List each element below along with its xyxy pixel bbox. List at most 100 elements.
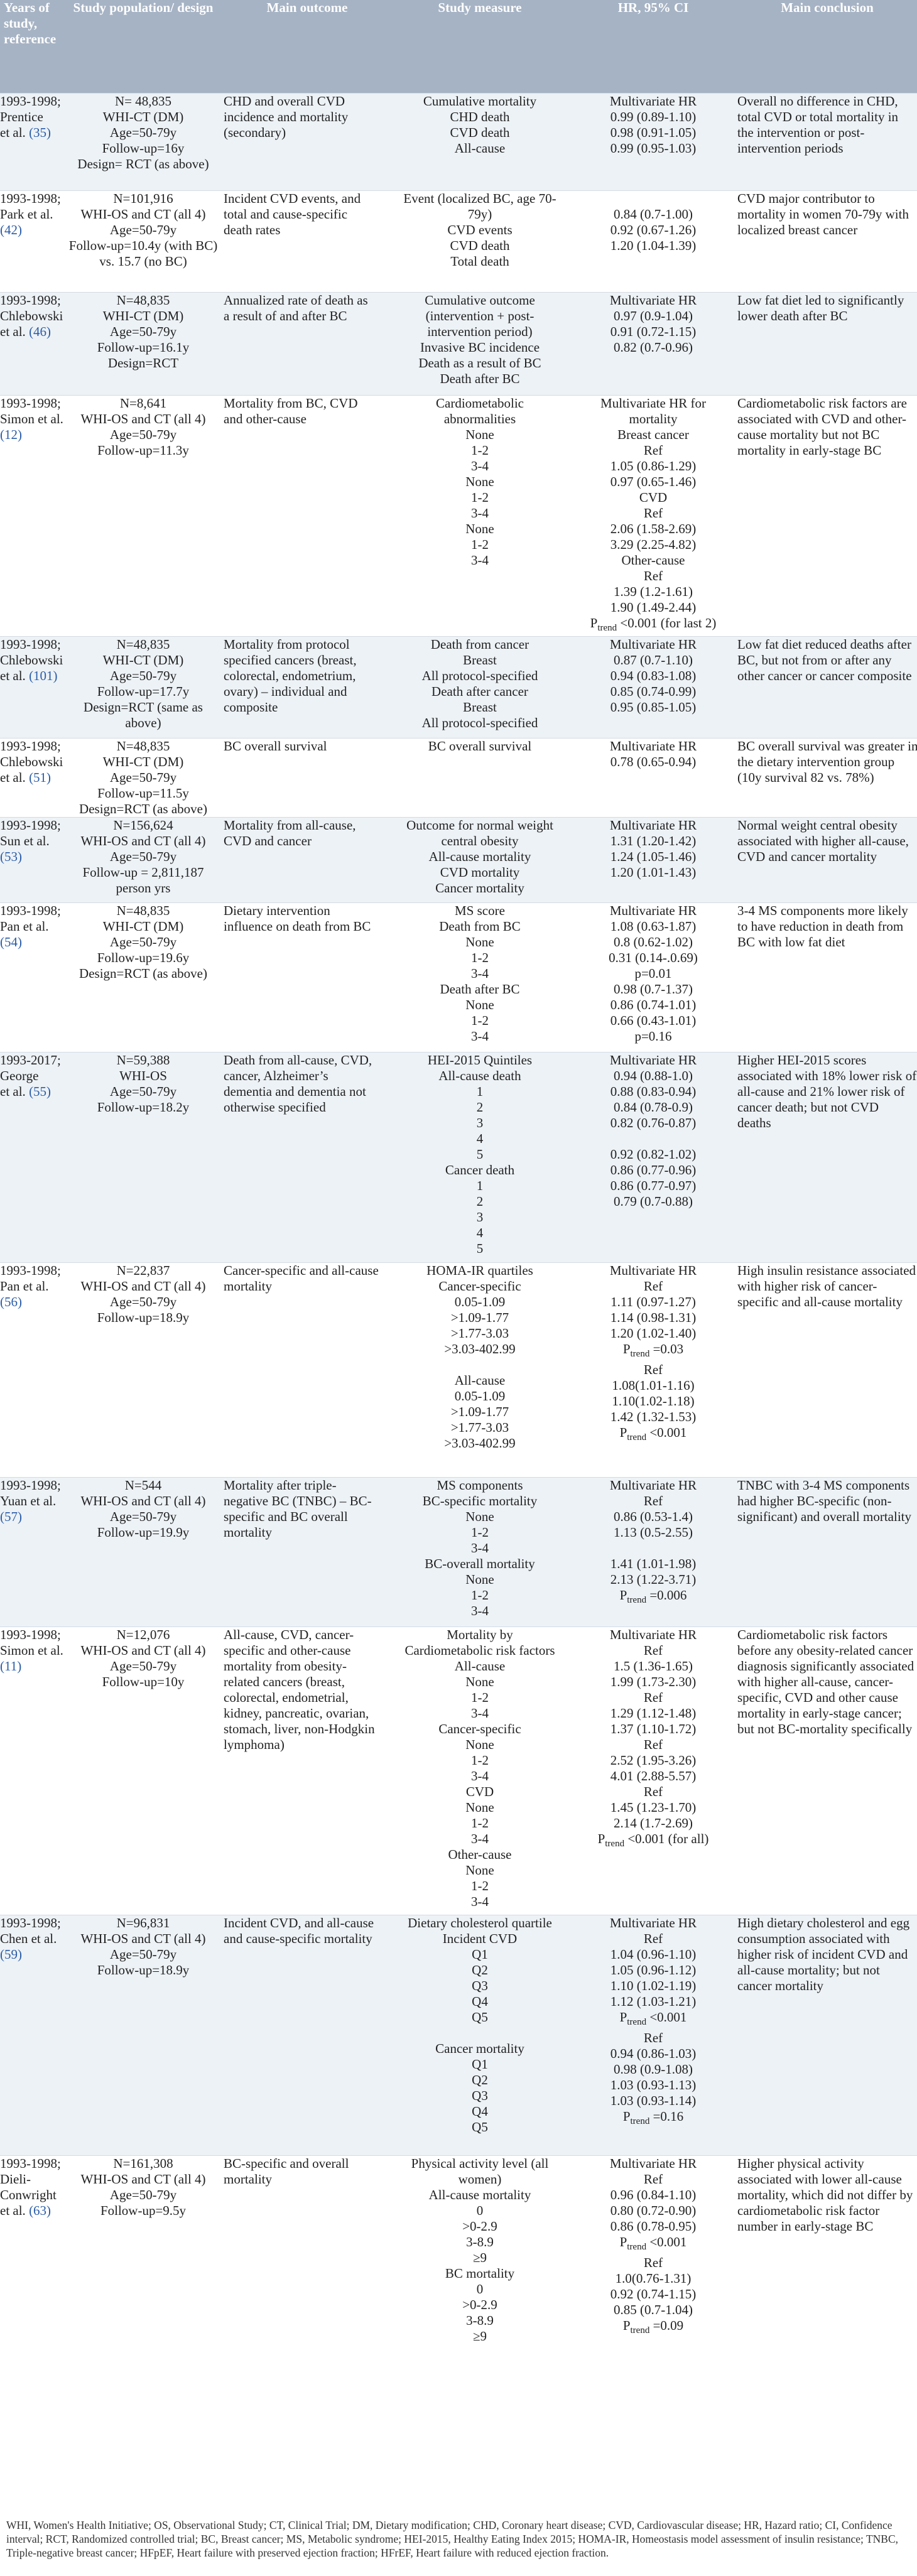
measure-line: [391, 615, 569, 631]
reference-link[interactable]: (56): [0, 1294, 22, 1309]
measure-line: 4: [476, 1225, 484, 1240]
measure-line: 1-2: [471, 489, 489, 505]
measure-line: 3-4: [471, 1894, 489, 1910]
reference-link[interactable]: (35): [29, 124, 52, 140]
header-row: Years of study, reference Study populati…: [0, 0, 917, 93]
reference-link[interactable]: (63): [29, 2203, 52, 2219]
population-line: Age=50-79y: [109, 1947, 177, 1962]
reference-link[interactable]: (51): [29, 769, 52, 785]
hr-line: Ptrend <0.001: [619, 2234, 687, 2253]
conclusion-line: mortality, which did not differ by: [737, 2187, 913, 2203]
reference-link[interactable]: (46): [29, 323, 52, 339]
hr-line: p=0.16: [634, 1028, 672, 1044]
reference-link[interactable]: (101): [29, 668, 58, 683]
outcome-cell: Mortality from all-cause,CVD and cancer: [224, 817, 391, 903]
conclusion-line: all-cause mortality; but not: [737, 1962, 880, 1978]
measure-line: Q1: [472, 1947, 488, 1962]
study-line: Chen et al.: [0, 1931, 57, 1947]
hr-line: 2.13 (1.22-3.71): [610, 1572, 697, 1588]
reference-link[interactable]: (12): [0, 426, 22, 442]
reference-link[interactable]: (11): [0, 1659, 22, 1674]
outcome-line: BC-specific and overall: [224, 2156, 349, 2172]
hr-line: 2.14 (1.7-2.69): [614, 1816, 693, 1831]
measure-line: MS components: [437, 1478, 523, 1493]
measure-line: Other-cause: [448, 1847, 512, 1863]
reference-link[interactable]: (55): [29, 1083, 52, 1099]
hr-line: 1.10(1.02-1.18): [612, 1393, 695, 1409]
measure-line: Q3: [472, 1978, 488, 1994]
measure-line: >1.77-3.03: [450, 1325, 509, 1341]
study-line: 1993-1998;: [0, 1262, 61, 1278]
conclusion-line: (10y survival 82 vs. 78%): [737, 769, 874, 785]
measure-line: 1-2: [471, 1012, 489, 1028]
hr-line: p=0.01: [634, 965, 672, 981]
reference-link[interactable]: (59): [0, 1947, 22, 1962]
study-line: Yuan et al.: [0, 1493, 57, 1509]
measure-line: Death as a result of BC: [418, 355, 541, 371]
study-line: 1993-1998;: [0, 636, 61, 652]
outcome-line: CVD and cancer: [224, 833, 312, 848]
measure-line: >3.03-402.99: [444, 1435, 516, 1451]
population-line: N= 48,835: [114, 93, 171, 109]
hr-line: Breast cancer: [617, 426, 689, 442]
measure-line: All-cause death: [438, 1068, 521, 1083]
measure-line: 2: [476, 1193, 484, 1209]
study-line: Chlebowski: [0, 754, 63, 769]
measure-line: None: [465, 474, 494, 489]
conclusion-line: lower death after BC: [737, 308, 848, 323]
hr-line: Multivariate HR: [609, 93, 697, 109]
population-line: WHI-OS and CT (all 4): [80, 2172, 206, 2187]
population-line: WHI-OS and CT (all 4): [80, 1493, 206, 1509]
hr-line: 1.31 (1.20-1.42): [610, 833, 697, 848]
reference-link[interactable]: (42): [0, 222, 22, 237]
study-line: 1993-1998;: [0, 2156, 61, 2172]
conclusion-line: cancer death; but not CVD: [737, 1099, 879, 1115]
population-line: Age=50-79y: [109, 1294, 177, 1309]
hr-line: 1.10 (1.02-1.19): [610, 1978, 697, 1994]
measure-line: Physical activity level (all: [411, 2156, 549, 2172]
study-line: 1993-1998;: [0, 1478, 61, 1493]
measure-line: 4: [476, 1130, 484, 1146]
measure-line: 3-4: [471, 1768, 489, 1784]
measure-line: Death after BC: [440, 981, 520, 997]
measure-line: All-cause mortality: [428, 848, 531, 864]
population-line: Design=RCT (as above): [79, 801, 207, 816]
reference-link[interactable]: (54): [0, 934, 22, 950]
population-line: Design= RCT (as above): [77, 156, 209, 171]
measure-line: None: [465, 521, 494, 536]
hr-line: 1.41 (1.01-1.98): [610, 1556, 697, 1572]
hr-line: 1.03 (0.93-1.14): [610, 2093, 697, 2109]
hr-line: 0.88 (0.83-0.94): [610, 1083, 697, 1099]
measure-line: None: [465, 426, 494, 442]
measure-line: BC-specific mortality: [422, 1493, 538, 1509]
population-line: Age=50-79y: [109, 769, 177, 785]
reference-link[interactable]: (57): [0, 1509, 22, 1525]
conclusion-line: total CVD or total mortality in: [737, 109, 899, 124]
population-line: N=48,835: [116, 636, 170, 652]
measure-line: intervention period): [427, 323, 533, 339]
hr-line: 0.94 (0.88-1.0): [614, 1068, 693, 1083]
hr-line: 0.98 (0.91-1.05): [610, 124, 697, 140]
hr-line: 0.86 (0.77-0.97): [610, 1177, 697, 1193]
reference-link[interactable]: (53): [0, 848, 22, 864]
outcome-line: total and cause-specific: [224, 206, 348, 222]
conclusion-line: higher risk of incident CVD and: [737, 1947, 908, 1962]
study-line: Pan et al.: [0, 1278, 49, 1294]
study-line: et al.: [0, 323, 26, 339]
hr-line: 0.85 (0.7-1.04): [614, 2302, 693, 2318]
population-line: N=156,624: [113, 817, 173, 833]
studies-table: Years of study, reference Study populati…: [0, 0, 917, 2395]
hr-line: 0.92 (0.74-1.15): [610, 2286, 697, 2302]
conclusion-line: High dietary cholesterol and egg: [737, 1915, 910, 1931]
hr-line: Ref: [643, 568, 663, 583]
population-line: WHI-CT (DM): [102, 918, 184, 934]
